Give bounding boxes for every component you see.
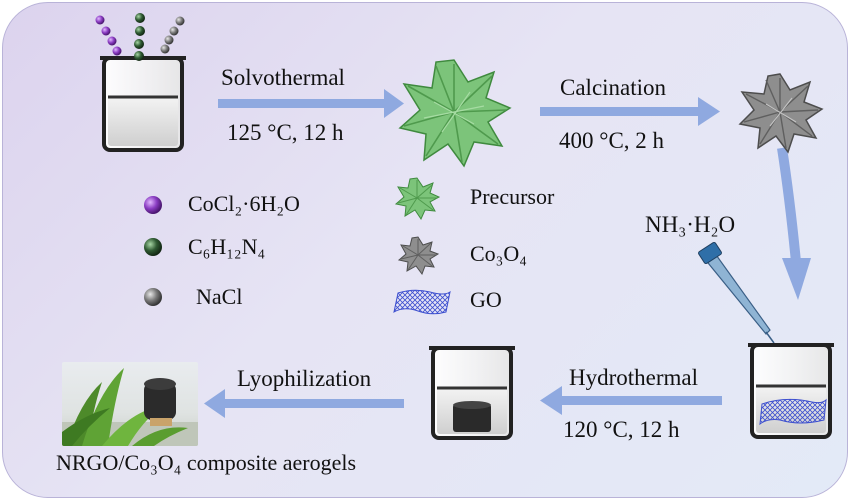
legend-cocl2: CoCl₂·6H₂O xyxy=(188,191,300,216)
arrow-calcination xyxy=(540,97,720,126)
co3o4-legend-icon xyxy=(397,236,440,276)
falling-spheres xyxy=(95,13,185,61)
product-caption: NRGO/Co₃O₄ composite aerogels xyxy=(56,450,357,475)
arrow-hydrothermal xyxy=(540,386,722,415)
label-hydrothermal: Hydrothermal xyxy=(569,365,699,390)
label-calcination-conditions: 400 °C, 2 h xyxy=(559,128,665,153)
cocl2-sphere-icon xyxy=(144,196,162,214)
label-reagent: NH₃·H₂O xyxy=(645,212,736,237)
label-solvothermal: Solvothermal xyxy=(221,65,345,90)
hmta-sphere-icon xyxy=(144,238,162,256)
beaker-start xyxy=(100,56,186,152)
arrow-solvothermal xyxy=(218,89,404,118)
arrow-lyophilization xyxy=(204,389,404,418)
label-hydrothermal-conditions: 120 °C, 12 h xyxy=(563,417,680,442)
aerogel-photo xyxy=(62,362,198,446)
precursor-flower xyxy=(398,59,512,168)
co3o4-flower xyxy=(738,73,824,154)
legend-nacl: NaCl xyxy=(196,284,243,309)
legend-go: GO xyxy=(470,287,502,312)
pipette-icon xyxy=(698,241,775,344)
nacl-sphere-icon xyxy=(144,288,162,306)
legend-precursor: Precursor xyxy=(470,184,555,209)
legend-co3o4: Co₃O₄ xyxy=(470,241,527,266)
label-calcination: Calcination xyxy=(560,75,667,100)
label-solvothermal-conditions: 125 °C, 12 h xyxy=(227,120,344,145)
precursor-legend-icon xyxy=(394,177,441,221)
label-lyophilization: Lyophilization xyxy=(237,366,372,391)
plant-and-aerogel-image xyxy=(62,368,198,446)
go-legend-icon xyxy=(393,289,451,315)
beaker-go xyxy=(748,343,834,439)
beaker-hydrogel xyxy=(429,346,515,440)
legend-hmta: C₆H₁₂N₄ xyxy=(188,234,266,259)
arrow-down xyxy=(777,147,811,300)
